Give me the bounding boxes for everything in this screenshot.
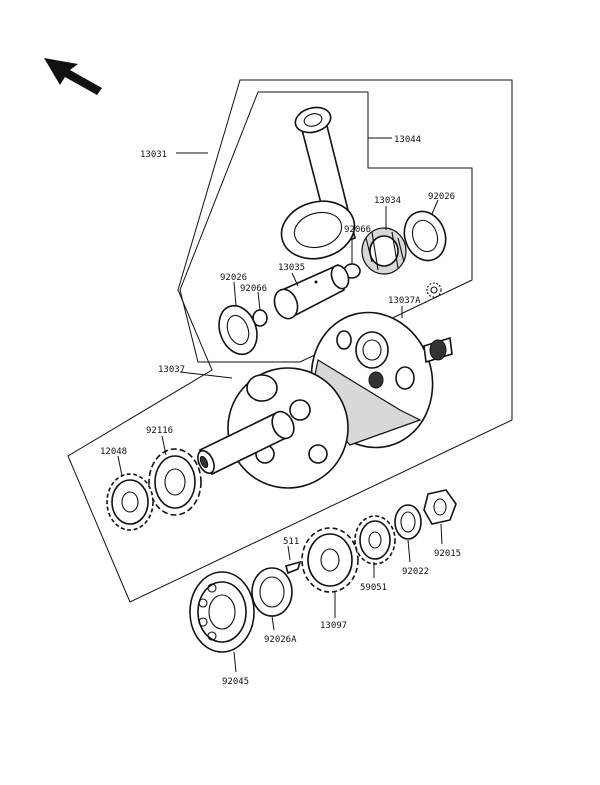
woodruff-key (285, 560, 302, 575)
crank-web-left (197, 367, 349, 489)
gear-stamp-icon (426, 282, 442, 298)
label-92026a: 92026A (264, 635, 297, 645)
drive-gear (106, 473, 154, 531)
label-511: 511 (283, 537, 299, 547)
label-92015: 92015 (434, 549, 461, 559)
connecting-rod (280, 106, 356, 260)
label-13097: 13097 (320, 621, 347, 631)
thrust-washer-left (218, 304, 258, 356)
label-13044: 13044 (394, 135, 421, 145)
leader-lines (117, 137, 443, 673)
label-92066-upper: 92066 (344, 225, 371, 235)
label-13037: 13037 (158, 365, 185, 375)
ball-bearing (189, 571, 255, 653)
lock-nut (423, 489, 457, 525)
thrust-washer-right (403, 210, 447, 262)
label-13037a: 13037A (388, 296, 421, 306)
crank-pin (273, 263, 350, 320)
primary-gear (301, 527, 359, 593)
connecting-rod-group-outline (179, 91, 473, 363)
part-labels: 13031 13044 13034 92026 92066 92026 9206… (100, 135, 461, 687)
flat-washer (394, 504, 422, 540)
arrow-up-left-icon (44, 58, 102, 95)
oil-seal (251, 567, 293, 617)
label-92066-lower: 92066 (240, 284, 267, 294)
label-92022: 92022 (402, 567, 429, 577)
label-13031: 13031 (140, 150, 167, 160)
balancer-gear (354, 515, 396, 565)
label-13034: 13034 (374, 196, 401, 206)
label-92026-right: 92026 (428, 192, 455, 202)
sprocket-gear (148, 448, 202, 516)
label-92026-left: 92026 (220, 273, 247, 283)
label-92116: 92116 (146, 426, 173, 436)
label-12048: 12048 (100, 447, 127, 457)
needle-bearing (361, 227, 407, 275)
label-92045: 92045 (222, 677, 249, 687)
label-13035: 13035 (278, 263, 305, 273)
label-59051: 59051 (360, 583, 387, 593)
